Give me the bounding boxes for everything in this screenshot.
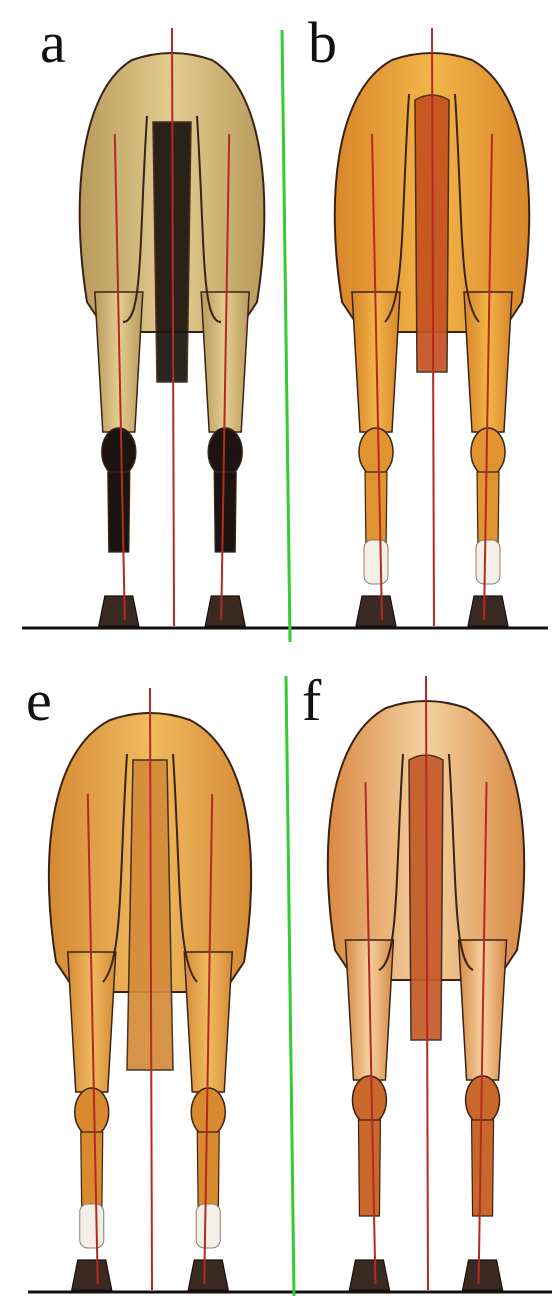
panel-label-e: e — [26, 672, 52, 730]
horse-a-left-hock — [102, 428, 136, 476]
horse-b-left-hoof — [356, 596, 396, 626]
horse-b-right-white-sock — [476, 540, 500, 584]
horse-f-right-cannon — [472, 1120, 494, 1216]
panel-label-a: a — [40, 14, 66, 72]
horse-e-left-hoof — [72, 1260, 112, 1290]
horse-e-left-white-sock — [80, 1204, 104, 1248]
horse-a-right-hoof — [205, 596, 245, 626]
horse-e-left-cannon — [81, 1132, 103, 1216]
panel-label-b: b — [308, 14, 337, 72]
panel-divider-top — [282, 30, 290, 642]
horse-f-right-hoof — [463, 1260, 503, 1290]
horse-a-left-cannon — [108, 472, 130, 552]
horse-e-right-cannon — [197, 1132, 219, 1216]
horse-e-right-hoof — [188, 1260, 228, 1290]
horse-a-right-cannon — [214, 472, 236, 552]
horse-b-right-hoof — [468, 596, 508, 626]
horse-e-left-hock — [75, 1088, 109, 1136]
horse-f-left-hoof — [349, 1260, 389, 1290]
horse-e-right-white-sock — [196, 1204, 220, 1248]
horse-f-left-hock — [352, 1076, 386, 1124]
panel-divider-bottom — [286, 676, 294, 1296]
horse-a-left-hoof — [99, 596, 139, 626]
horse-f-left-cannon — [358, 1120, 380, 1216]
horse-b-left-white-sock — [364, 540, 388, 584]
horse-b-left-hock — [359, 428, 393, 476]
panel-label-f: f — [302, 672, 321, 730]
